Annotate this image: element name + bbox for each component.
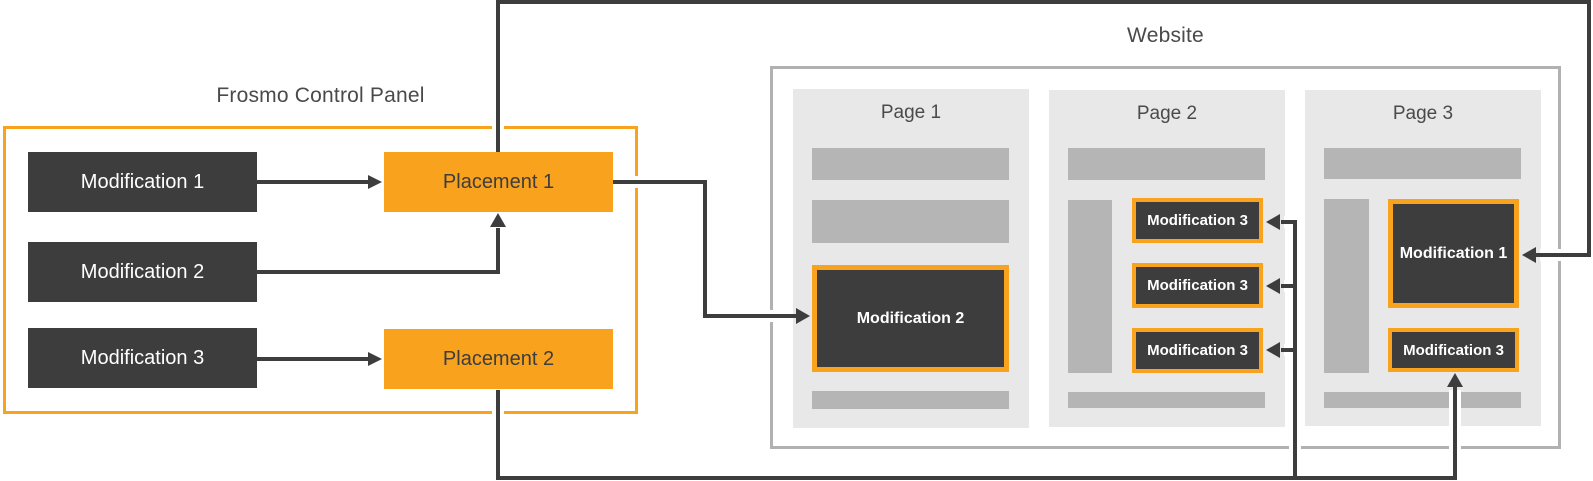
content-bar [812, 391, 1009, 409]
page-3-modification-3-box: Modification 3 [1388, 328, 1519, 372]
placement-2-box: Placement 2 [384, 329, 613, 389]
modification-2-box: Modification 2 [28, 242, 257, 302]
content-bar [1068, 148, 1265, 180]
page-2-modification-3-box-1: Modification 3 [1132, 198, 1263, 243]
placement-2-label: Placement 2 [442, 347, 555, 370]
line-placement1-to-page1-modification2 [613, 180, 796, 318]
page-1-title: Page 1 [880, 102, 942, 123]
website-title: Website [1127, 24, 1204, 47]
control-panel-title: Frosmo Control Panel [216, 84, 425, 107]
content-bar [1324, 392, 1521, 408]
page-2-title: Page 2 [1136, 103, 1198, 124]
placement-1-box: Placement 1 [384, 152, 613, 212]
page-3-modification-1-label: Modification 1 [1399, 244, 1508, 262]
placement-1-label: Placement 1 [442, 170, 555, 193]
modification-3-label: Modification 3 [80, 346, 205, 369]
modification-3-box: Modification 3 [28, 328, 257, 388]
page-3: Page 3 Modification 1 Modification 3 [1305, 90, 1541, 426]
page-3-modification-1-box: Modification 1 [1388, 199, 1519, 308]
page-2: Page 2 Modification 3 Modification 3 Mod… [1049, 90, 1285, 427]
page-2-modification-3-box-3: Modification 3 [1132, 328, 1263, 373]
content-bar [812, 148, 1009, 180]
modification-1-label: Modification 1 [80, 170, 205, 193]
sidebar-bar [1068, 200, 1112, 373]
content-bar [812, 200, 1009, 243]
page-1: Page 1 Modification 2 [793, 89, 1029, 428]
page-3-title: Page 3 [1392, 103, 1454, 124]
modification-2-label: Modification 2 [80, 260, 205, 283]
page-2-modification-3-label-2: Modification 3 [1147, 277, 1248, 294]
content-bar [1324, 148, 1521, 179]
page-1-modification-2-label: Modification 2 [856, 309, 965, 327]
page-1-modification-2-box: Modification 2 [812, 265, 1009, 372]
sidebar-bar [1324, 199, 1369, 373]
page-3-modification-3-label: Modification 3 [1403, 341, 1504, 359]
content-bar [1068, 392, 1265, 408]
modification-1-box: Modification 1 [28, 152, 257, 212]
page-2-modification-3-label-1: Modification 3 [1147, 212, 1248, 229]
page-2-modification-3-box-2: Modification 3 [1132, 263, 1263, 308]
page-2-modification-3-label-3: Modification 3 [1147, 342, 1248, 359]
